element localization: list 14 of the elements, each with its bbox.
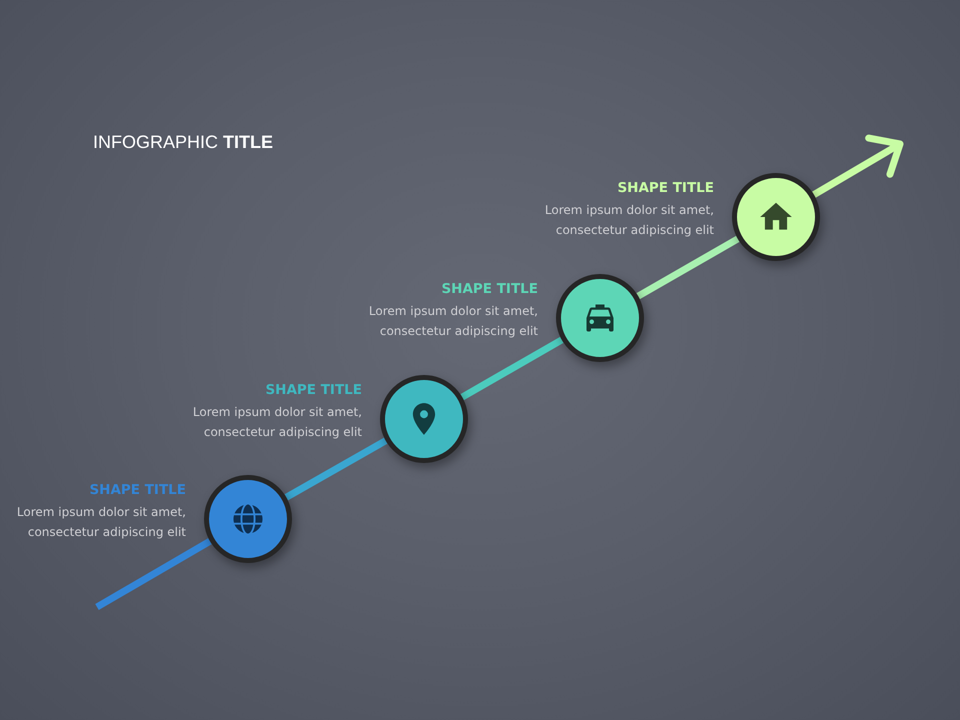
step-description: Lorem ipsum dolor sit amet, consectetur adipiscing elit xyxy=(16,504,186,541)
arrow xyxy=(812,134,904,198)
connector-line xyxy=(460,336,564,400)
step-description: Lorem ipsum dolor sit amet, consectetur adipiscing elit xyxy=(192,404,362,441)
step-description: Lorem ipsum dolor sit amet, consectetur adipiscing elit xyxy=(368,303,538,340)
step-title: SHAPE TITLE xyxy=(89,481,186,499)
connector-line xyxy=(636,236,740,300)
infographic-title: INFOGRAPHIC TITLE xyxy=(93,131,274,153)
step-description: Lorem ipsum dolor sit amet, consectetur adipiscing elit xyxy=(544,202,714,239)
step-title: SHAPE TITLE xyxy=(617,179,714,197)
connector-line xyxy=(284,438,388,500)
connector-line xyxy=(95,538,212,610)
step-title: SHAPE TITLE xyxy=(441,280,538,298)
step-title: SHAPE TITLE xyxy=(265,381,362,399)
